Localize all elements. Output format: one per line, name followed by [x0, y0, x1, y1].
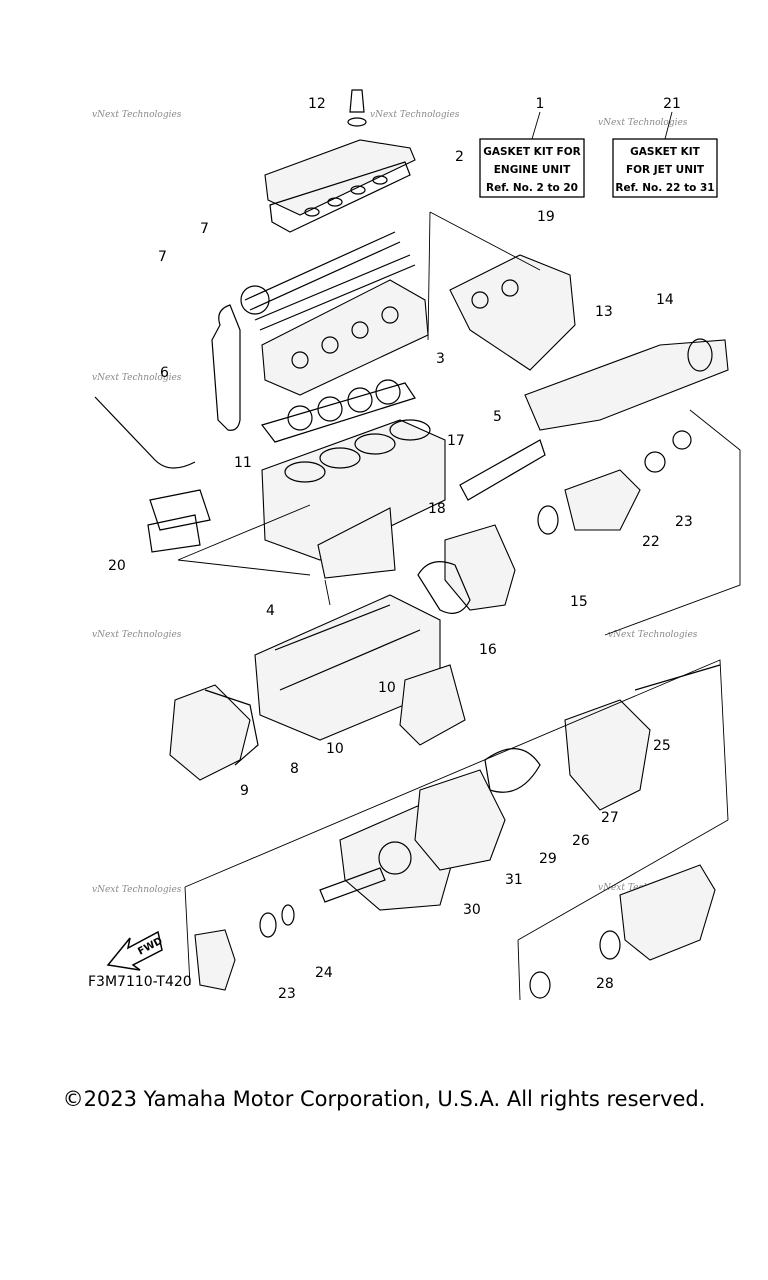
callout-27: 27	[601, 810, 619, 826]
watermark: vNext Technologies	[92, 373, 182, 383]
callout-14: 14	[656, 292, 674, 308]
callout-22: 22	[642, 534, 660, 550]
callout-18: 18	[428, 501, 446, 517]
exhaust-pipe	[524, 338, 729, 431]
callout-19: 19	[537, 209, 555, 225]
callout-6: 6	[160, 365, 169, 381]
intermediate-housing	[564, 664, 721, 811]
plates	[147, 489, 211, 553]
callout-1: 1	[536, 96, 545, 112]
watermark: vNext Technologies	[370, 110, 460, 120]
engine-gasket-kit-box: GASKET KIT FOR ENGINE UNIT Ref. No. 2 to…	[479, 111, 585, 198]
callout-4: 4	[266, 603, 275, 619]
callout-10: 10	[378, 680, 396, 696]
left-case-cover	[169, 684, 259, 781]
dipstick	[94, 396, 196, 469]
fwd-arrow-icon: FWD	[106, 930, 165, 971]
watermark: vNext Technologies	[608, 630, 698, 640]
callout-25: 25	[653, 738, 671, 754]
exhaust-gasket	[459, 439, 546, 501]
callout-17: 17	[447, 433, 465, 449]
callout-23: 23	[675, 514, 693, 530]
callout-12: 12	[308, 96, 326, 112]
callout-20: 20	[108, 558, 126, 574]
callout-2: 2	[455, 149, 464, 165]
cover-gasket	[417, 561, 471, 614]
side-cover	[317, 507, 396, 579]
callout-3: 3	[436, 351, 445, 367]
impeller-housing	[414, 769, 506, 871]
group-lines	[177, 211, 741, 1001]
camshafts	[240, 231, 416, 331]
svg-text:GASKET KIT FOR: GASKET KIT FOR	[483, 146, 580, 158]
cylinder-head	[261, 279, 429, 396]
svg-text:Ref. No. 2 to 20: Ref. No. 2 to 20	[486, 182, 578, 194]
watermark: vNext Technologies	[598, 118, 688, 128]
exhaust-manifold	[449, 254, 576, 371]
callout-7: 7	[200, 221, 209, 237]
svg-text:GASKET KIT: GASKET KIT	[630, 146, 700, 158]
callout-26: 26	[572, 833, 590, 849]
callout-9: 9	[240, 783, 249, 799]
callout-30: 30	[463, 902, 481, 918]
figure-code: F3M7110-T420	[88, 974, 192, 990]
bearing-housing	[194, 904, 295, 991]
svg-text:FOR JET UNIT: FOR JET UNIT	[626, 164, 705, 176]
callout-31: 31	[505, 872, 523, 888]
callout-24: 24	[315, 965, 333, 981]
drive-shaft	[319, 867, 386, 903]
steering-nozzle	[619, 864, 716, 961]
callout-10: 10	[326, 741, 344, 757]
callout-21: 21	[663, 96, 681, 112]
head-gasket	[260, 379, 416, 443]
copyright-notice: ©2023 Yamaha Motor Corporation, U.S.A. A…	[62, 1087, 706, 1111]
watermark: vNext Technologies	[92, 630, 182, 640]
cylinder-block	[261, 419, 446, 561]
callout-11: 11	[234, 455, 252, 471]
svg-text:ENGINE UNIT: ENGINE UNIT	[494, 164, 571, 176]
impeller	[484, 748, 541, 793]
callout-15: 15	[570, 594, 588, 610]
svg-text:Ref. No. 22 to 31: Ref. No. 22 to 31	[615, 182, 714, 194]
cam-chain	[211, 304, 241, 431]
drive-coupling	[537, 430, 692, 535]
nozzle-parts	[529, 930, 621, 999]
callout-7: 7	[158, 249, 167, 265]
oil-pump	[399, 664, 466, 746]
callout-13: 13	[595, 304, 613, 320]
watermark: vNext Technologies	[92, 885, 182, 895]
callout-23: 23	[278, 986, 296, 1002]
cylinder-head-cover	[264, 89, 416, 233]
callout-28: 28	[596, 976, 614, 992]
callout-29: 29	[539, 851, 557, 867]
water-jacket-cover	[444, 524, 516, 611]
callout-5: 5	[493, 409, 502, 425]
jet-gasket-kit-box: GASKET KIT FOR JET UNIT Ref. No. 22 to 3…	[612, 111, 718, 198]
callout-8: 8	[290, 761, 299, 777]
watermark: vNext Technologies	[92, 110, 182, 120]
callout-16: 16	[479, 642, 497, 658]
